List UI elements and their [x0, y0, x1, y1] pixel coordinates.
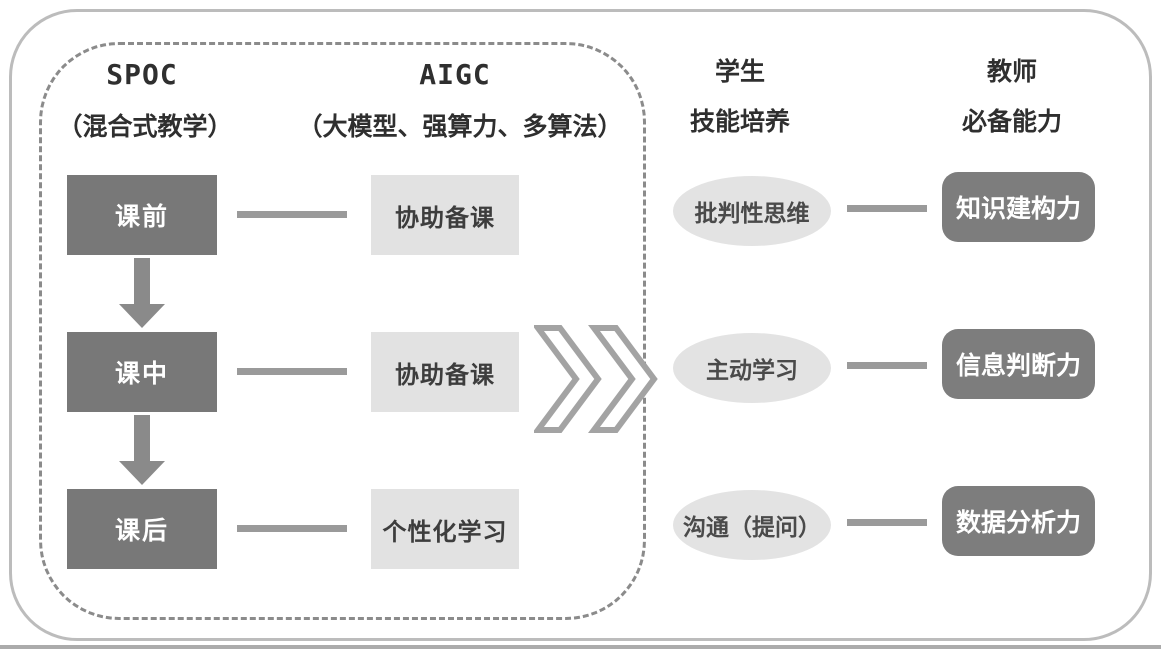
down-arrow-icon [119, 258, 165, 328]
connector-line [237, 211, 347, 218]
header-student-title: 学生 [714, 58, 765, 86]
header-aigc-title: AIGC [419, 58, 491, 91]
dashed-group-border [39, 42, 646, 620]
aigc-role-label: 协助备课 [395, 204, 495, 232]
down-arrow-head [119, 304, 165, 328]
connector-line [847, 519, 927, 526]
teacher-ability-box: 数据分析力 [942, 486, 1095, 556]
down-arrow-head [119, 461, 165, 485]
header-teacher-subtitle: 必备能力 [961, 108, 1062, 136]
student-skill-label: 主动学习 [706, 357, 798, 383]
stage-box: 课前 [67, 175, 217, 255]
student-skill-ellipse: 沟通（提问） [673, 490, 831, 560]
aigc-role-box: 协助备课 [371, 175, 519, 255]
student-skill-ellipse: 批判性思维 [673, 176, 831, 246]
student-skill-ellipse: 主动学习 [673, 333, 831, 403]
stage-label: 课前 [114, 203, 169, 231]
connector-line [847, 362, 927, 369]
outer-rounded-frame [9, 9, 1152, 641]
aigc-role-box: 协助备课 [371, 332, 519, 412]
down-arrow-shaft [134, 258, 150, 304]
aigc-role-box: 个性化学习 [371, 489, 519, 569]
header-spoc-subtitle: （混合式教学） [57, 113, 233, 141]
connector-line [237, 525, 347, 532]
aigc-role-label: 个性化学习 [382, 518, 508, 546]
teacher-ability-box: 信息判断力 [942, 329, 1095, 399]
teacher-ability-label: 数据分析力 [955, 509, 1081, 537]
header-student-subtitle: 技能培养 [689, 108, 790, 136]
down-arrow-shaft [134, 415, 150, 461]
down-arrow-icon [119, 415, 165, 485]
student-skill-label: 沟通（提问） [683, 514, 821, 540]
header-spoc-title: SPOC [106, 58, 178, 91]
connector-line [847, 205, 927, 212]
stage-label: 课中 [114, 360, 169, 388]
stage-box: 课中 [67, 332, 217, 412]
teacher-ability-label: 知识建构力 [955, 195, 1081, 223]
flow-chevron-icon [534, 325, 658, 433]
teacher-ability-box: 知识建构力 [942, 172, 1095, 242]
header-teacher-title: 教师 [986, 58, 1037, 86]
connector-line [237, 368, 347, 375]
page-bottom-rule [0, 645, 1161, 649]
student-skill-label: 批判性思维 [694, 200, 810, 226]
header-aigc-subtitle: （大模型、强算力、多算法） [297, 113, 623, 141]
aigc-role-label: 协助备课 [395, 361, 495, 389]
teacher-ability-label: 信息判断力 [955, 352, 1081, 380]
stage-box: 课后 [67, 489, 217, 569]
stage-label: 课后 [114, 517, 169, 545]
